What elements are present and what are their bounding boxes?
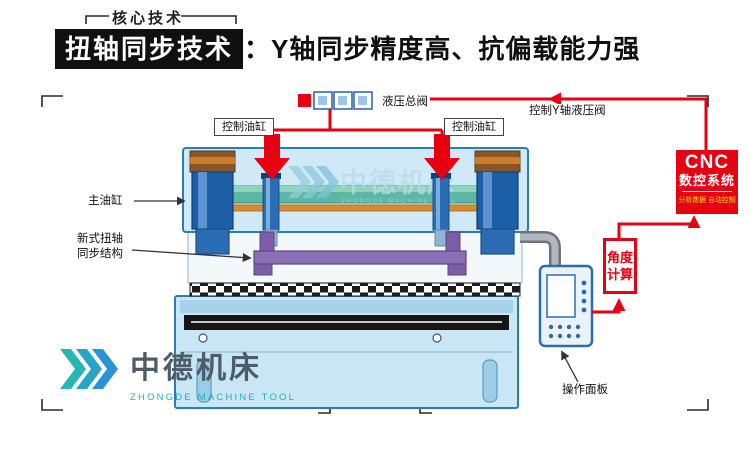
down-arrow-icon — [424, 134, 460, 180]
cnc-description: 分析数据 自动控制 — [678, 195, 736, 204]
chevron-icon — [288, 166, 311, 198]
label-torsion-line1: 新式扭轴 — [77, 233, 123, 245]
brand-subtitle: ZHONGDE MACHINE TOOL — [130, 392, 297, 403]
brand-logo: 中德机床 ZHONGDE MACHINE TOOL — [58, 348, 296, 403]
main-cylinder-left — [189, 150, 236, 255]
hydraulic-valve-assembly — [298, 91, 373, 110]
angle-calc-line1: 角度 — [606, 250, 633, 265]
label-control-cylinder-left: 控制油缸 — [214, 118, 274, 136]
hydraulic-pipe — [520, 231, 561, 268]
panel-side-buttons — [581, 280, 587, 313]
page-title: 扭轴同步技术 ：Y轴同步精度高、抗偏载能力强 — [55, 29, 640, 69]
cnc-divider — [682, 191, 732, 192]
brand-chevrons-icon — [60, 349, 118, 389]
core-tech-tag: 核心技术 — [112, 10, 185, 27]
panel-keypad — [548, 324, 581, 339]
angle-calc-box: 角度 计算 — [603, 238, 637, 294]
chevron-icon — [316, 166, 339, 198]
panel-screen — [546, 274, 576, 318]
machine-lower-bed — [174, 295, 519, 409]
label-operation-panel: 操作面板 — [562, 384, 608, 396]
main-cylinder-right — [474, 150, 521, 255]
label-control-y-axis-valve: 控制Y轴液压阀 — [527, 104, 608, 118]
registration-marks — [41, 15, 709, 414]
label-torsion-structure: 新式扭轴 同步结构 — [70, 232, 130, 262]
label-hydraulic-main-valve: 液压总阀 — [380, 95, 430, 109]
title-highlight-box: 扭轴同步技术 — [55, 29, 244, 69]
label-main-cylinder: 主油缸 — [88, 195, 123, 207]
label-control-cylinder-right: 控制油缸 — [444, 118, 504, 136]
watermark-subtitle: ZHONGDE MACHINE TOOL — [341, 198, 457, 205]
torsion-shaft-structure — [253, 231, 467, 276]
pressure-down-arrows — [254, 134, 460, 180]
clamp-hatch-strip — [189, 282, 521, 297]
chevron-icon — [302, 166, 325, 198]
title-text: ：Y轴同步精度高、抗偏载能力强 — [244, 34, 641, 64]
down-arrow-icon — [254, 134, 290, 180]
angle-calc-line2: 计算 — [606, 267, 633, 282]
operation-panel — [538, 264, 594, 348]
leader-lines — [131, 196, 579, 383]
control-flow-lines — [270, 92, 708, 314]
brand-name: 中德机床 — [130, 352, 262, 385]
label-torsion-line2: 同步结构 — [77, 248, 123, 260]
cnc-subtitle: 数控系统 — [678, 173, 735, 188]
cnc-title: CNC — [684, 152, 730, 173]
cnc-system-box: CNC 数控系统 分析数据 自动控制 — [676, 150, 738, 214]
